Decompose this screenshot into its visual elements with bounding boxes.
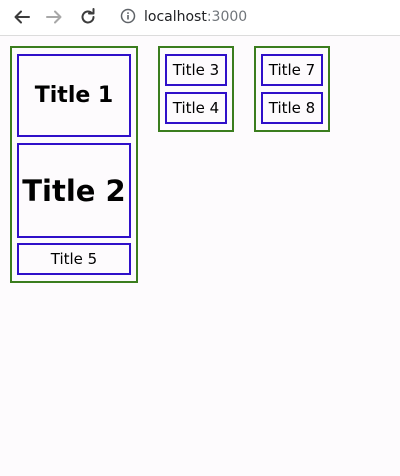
site-info-icon[interactable] xyxy=(120,8,136,24)
column-1: Title 1 Title 2 Title 5 xyxy=(10,46,138,283)
card-title-3: Title 3 xyxy=(165,54,227,86)
reload-icon xyxy=(81,8,95,24)
address-bar[interactable]: localhost:3000 xyxy=(144,7,247,27)
forward-arrow-icon xyxy=(46,10,62,24)
browser-toolbar: localhost:3000 xyxy=(0,0,400,36)
url-port: :3000 xyxy=(206,9,248,25)
forward-button[interactable] xyxy=(42,6,66,28)
card-title-8: Title 8 xyxy=(261,92,323,124)
card-title-2: Title 2 xyxy=(17,143,131,238)
column-2: Title 3 Title 4 xyxy=(158,46,234,132)
column-3: Title 7 Title 8 xyxy=(254,46,330,132)
back-button[interactable] xyxy=(10,6,34,28)
card-title-7: Title 7 xyxy=(261,54,323,86)
url-host: localhost xyxy=(144,9,207,25)
reload-button[interactable] xyxy=(76,6,100,28)
card-title-4: Title 4 xyxy=(165,92,227,124)
back-arrow-icon xyxy=(14,10,30,24)
card-title-5: Title 5 xyxy=(17,243,131,275)
card-title-1: Title 1 xyxy=(17,54,131,137)
